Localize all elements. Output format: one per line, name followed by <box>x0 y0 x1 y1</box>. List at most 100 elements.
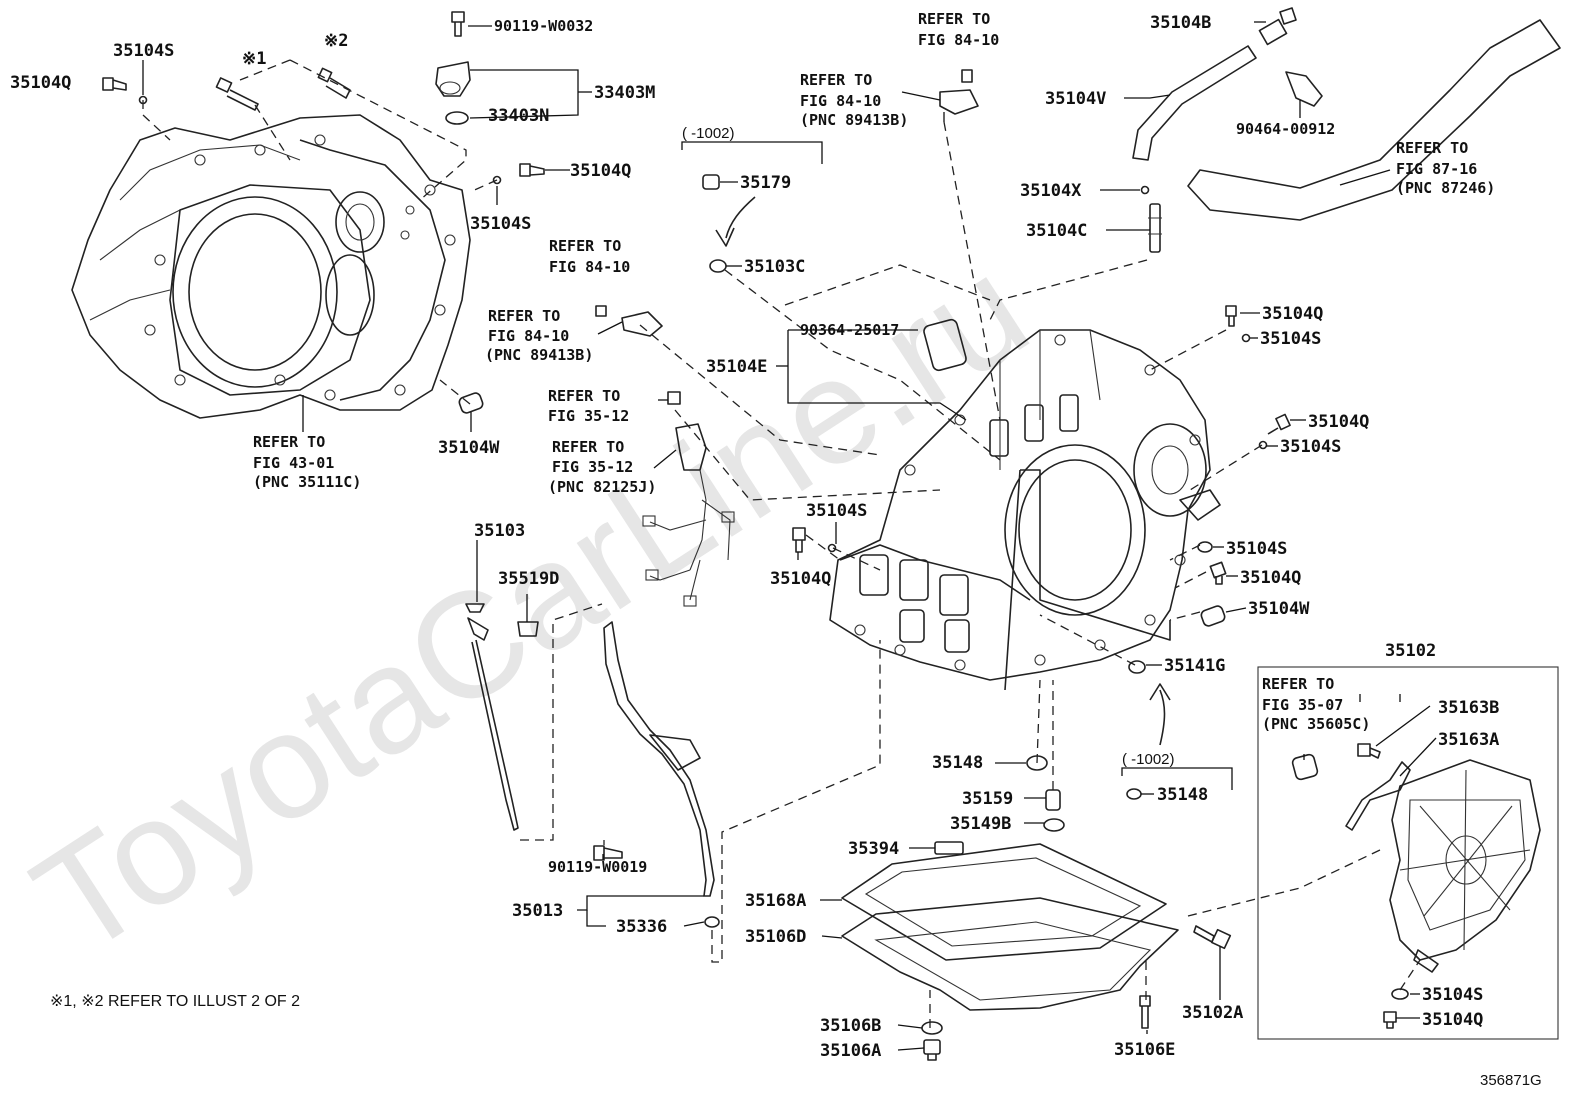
label-35163B: 35163B <box>1438 698 1499 718</box>
label-35104X: 35104X <box>1020 181 1082 201</box>
filter-35605C <box>1291 753 1319 781</box>
gasket-35149B <box>1043 818 1065 832</box>
label-35103: 35103 <box>474 521 525 541</box>
o-ring-35336 <box>704 916 720 928</box>
washer-35104S-c <box>827 543 837 553</box>
o-ring-35103C <box>709 259 727 273</box>
ref-fig35-12-a: REFER TO <box>548 387 620 405</box>
ref-fig87-16-pnc: (PNC 87246) <box>1396 179 1495 197</box>
plug-35179 <box>702 174 720 190</box>
washer-35104S-r1 <box>1241 333 1251 343</box>
ref-fig84-10-b: REFER TO <box>800 71 872 89</box>
label-35163A: 35163A <box>1438 730 1499 750</box>
label-90119-W0019: 90119-W0019 <box>548 858 647 876</box>
ref-fig84-10-b-fig: FIG 84-10 <box>800 92 881 110</box>
ref-fig87-16: REFER TO <box>1396 139 1468 157</box>
callout-labels: 35104Q 35104S ※1 ※2 90119-W0032 33403M 3… <box>10 10 1499 1061</box>
ref-fig35-07-fig: FIG 35-07 <box>1262 696 1343 714</box>
label-90364-25017: 90364-25017 <box>800 321 899 339</box>
hose-87246 <box>1187 19 1561 221</box>
label-33403M: 33403M <box>594 83 655 103</box>
inset-box-35102 <box>1257 666 1559 1040</box>
label-35141G: 35141G <box>1164 656 1225 676</box>
bolt-35106E <box>1139 995 1151 1029</box>
label-35104Q-left: 35104Q <box>10 73 71 93</box>
label-35104Q-c: 35104Q <box>770 569 831 589</box>
label-90119-W0032: 90119-W0032 <box>494 17 593 35</box>
diagram-id: 356871G <box>1480 1072 1542 1089</box>
washer-35104S-r2 <box>1258 440 1268 450</box>
filter-90364-25017 <box>923 318 967 372</box>
label-35104Q-box: 35104Q <box>1422 1010 1483 1030</box>
ref-fig84-10-b-pnc: (PNC 89413B) <box>800 111 908 129</box>
gasket-35106B <box>921 1021 943 1035</box>
plate-35163A <box>1345 761 1411 831</box>
direction-arrow-2 <box>1159 689 1166 746</box>
label-35104S-box: 35104S <box>1422 985 1483 1005</box>
label-33403N: 33403N <box>488 106 549 126</box>
gasket-35148-alt <box>1126 788 1142 800</box>
ref-fig84-10-a-fig: FIG 84-10 <box>918 31 999 49</box>
magnet-35394 <box>934 841 964 855</box>
ref-fig84-10-c-fig: FIG 84-10 <box>549 258 630 276</box>
clamp-90464-00912 <box>1285 71 1323 107</box>
transaxle-housing-drawing <box>71 114 471 419</box>
o-ring-33403N <box>445 111 469 125</box>
label-35104Q-mid: 35104Q <box>570 161 631 181</box>
ref-fig84-10-d: REFER TO <box>488 307 560 325</box>
label-35104Q-r3: 35104Q <box>1240 568 1301 588</box>
label-35102: 35102 <box>1385 641 1436 661</box>
union-35104C <box>1148 203 1162 253</box>
pan-gasket-35168A <box>841 843 1167 961</box>
pin-35104W-left <box>458 392 484 414</box>
ref-fig35-12-a-fig: FIG 35-12 <box>548 407 629 425</box>
ref-fig43-01-fig: FIG 43-01 <box>253 454 334 472</box>
bolt-m1 <box>215 77 259 111</box>
label-90464-00912: 90464-00912 <box>1236 120 1335 138</box>
ref-fig84-10-c: REFER TO <box>549 237 621 255</box>
bolt-35104Q-r3 <box>1209 561 1227 585</box>
label-35104W-left: 35104W <box>438 438 500 458</box>
clip-35519D <box>517 621 539 637</box>
drain-plug-35106A <box>923 1039 941 1061</box>
breather-hose-35104V <box>1132 45 1257 161</box>
footnote: ※1, ※2 REFER TO ILLUST 2 OF 2 <box>50 993 300 1010</box>
ref-fig84-10-d-pnc: (PNC 89413B) <box>485 346 593 364</box>
transmission-case-drawing <box>829 329 1221 691</box>
label-35104Q-r2: 35104Q <box>1308 412 1369 432</box>
label-35106E: 35106E <box>1114 1040 1175 1060</box>
o-ring-35104S-box <box>1391 988 1409 1000</box>
pin-35104W-right <box>1200 605 1226 627</box>
bolt-35104Q-box <box>1383 1011 1397 1029</box>
bolt-m2 <box>317 67 351 99</box>
o-ring-35141G <box>1128 660 1146 674</box>
label-35519D: 35519D <box>498 569 559 589</box>
ref-fig35-12-b: REFER TO <box>552 438 624 456</box>
label-35104B: 35104B <box>1150 13 1211 33</box>
oil-filler-tube-35013 <box>603 621 715 897</box>
label-35159: 35159 <box>962 789 1013 809</box>
speed-sensor-left <box>595 305 663 337</box>
label-35103C: 35103C <box>744 257 805 277</box>
fitting-35104B <box>1258 7 1297 46</box>
bolt-35104Q-c <box>792 527 806 553</box>
label-35148: 35148 <box>932 753 983 773</box>
bolt-35102A <box>1193 925 1232 950</box>
assembly-dashes <box>142 59 1421 1028</box>
arrowhead-2 <box>1149 683 1171 701</box>
leader-lines <box>142 21 1437 1051</box>
label-35106A: 35106A <box>820 1041 881 1061</box>
sensor-33403M <box>435 61 471 97</box>
label-35104S-c: 35104S <box>806 501 867 521</box>
label-35104S-left: 35104S <box>113 41 174 61</box>
bolt-35104Q-r1 <box>1225 305 1237 327</box>
label-35104V: 35104V <box>1045 89 1106 109</box>
ref-fig43-01-pnc: (PNC 35111C) <box>253 473 361 491</box>
bolt-35163B <box>1357 743 1381 759</box>
label-35106D: 35106D <box>745 927 806 947</box>
label-35104C: 35104C <box>1026 221 1087 241</box>
label-35104Q-r1: 35104Q <box>1262 304 1323 324</box>
ref-fig35-12-b-fig: FIG 35-12 <box>552 458 633 476</box>
label-35106B: 35106B <box>820 1016 881 1036</box>
